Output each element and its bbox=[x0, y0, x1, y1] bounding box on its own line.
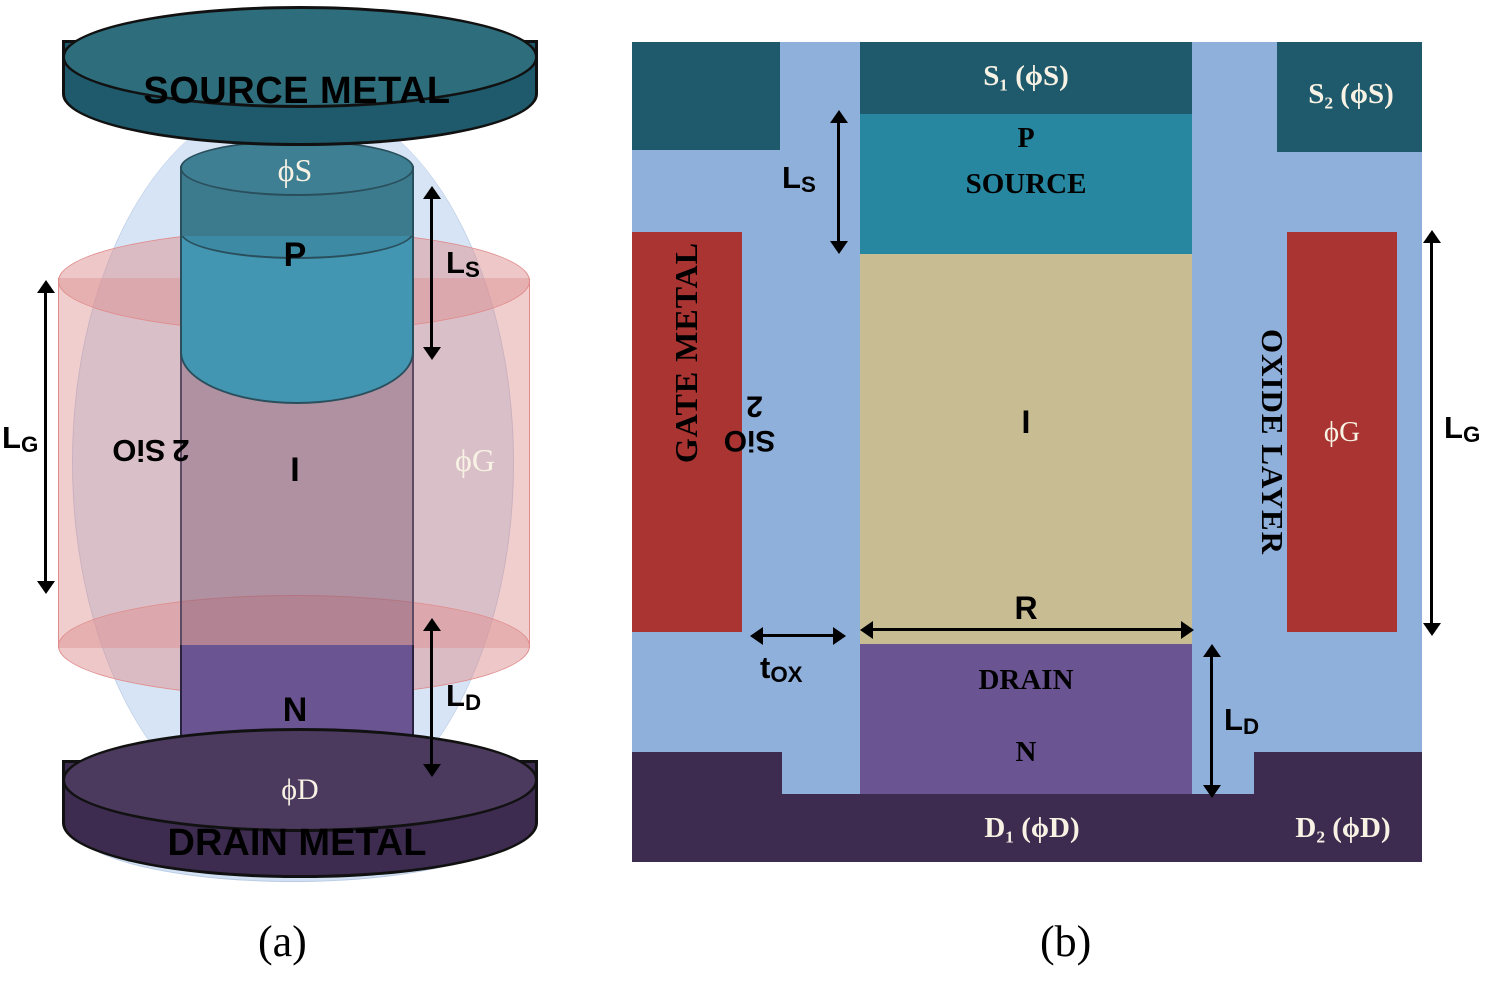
source-metal-top-a bbox=[62, 6, 538, 108]
ls-arrow-a bbox=[430, 198, 433, 348]
lg-arrow-a bbox=[44, 292, 47, 582]
lg-label-a: LG bbox=[2, 420, 39, 458]
intrinsic-label-a: I bbox=[290, 451, 300, 489]
ld-arrow-b bbox=[1210, 656, 1213, 786]
source-contact-s1-b bbox=[860, 42, 1192, 114]
drain-label-b: DRAIN bbox=[978, 663, 1074, 696]
lg-label-b: LG bbox=[1444, 410, 1481, 448]
lg-arrow-b bbox=[1430, 242, 1433, 624]
source-metal-label-a: SOURCE METAL bbox=[143, 70, 451, 112]
ld-label-a: LD bbox=[446, 678, 482, 716]
caption-a: (a) bbox=[258, 917, 307, 966]
phi-d-label-a: ϕD bbox=[281, 773, 319, 806]
drain-metal-label-a: DRAIN METAL bbox=[167, 822, 427, 864]
source-metal-left-b bbox=[632, 42, 780, 150]
s1-label-b: S₁ (ϕS) bbox=[983, 59, 1069, 92]
drain-metal-top-a bbox=[62, 728, 538, 832]
phi-g-label-b: ϕG bbox=[1323, 415, 1361, 448]
drain-contact-d2-b bbox=[1254, 752, 1422, 862]
sio2-label-b: SiO2 bbox=[723, 390, 776, 458]
tox-label-b: tOX bbox=[760, 650, 803, 688]
tox-arrow-b bbox=[762, 634, 834, 637]
phi-s-label-a: ϕS bbox=[277, 151, 313, 188]
gate-metal-label-b: GATE METAL bbox=[668, 241, 705, 463]
panel-b-cross-section: S₁ (ϕS) S₂ (ϕS) P SOURCE I R DRAIN N D₁ … bbox=[632, 42, 1490, 904]
p-source-region-b bbox=[860, 114, 1192, 254]
phi-g-label-a: ϕG bbox=[455, 441, 495, 478]
intrinsic-channel-b bbox=[860, 254, 1192, 644]
r-arrow-b bbox=[872, 628, 1182, 631]
ls-label-a: LS bbox=[446, 245, 480, 283]
r-label-b: R bbox=[1014, 590, 1038, 626]
caption-b: (b) bbox=[1040, 917, 1092, 966]
d1-label-b: D₁ (ϕD) bbox=[984, 811, 1080, 844]
intrinsic-label-b: I bbox=[1021, 404, 1031, 440]
source-contact-s2-b bbox=[1277, 42, 1422, 152]
n-label-b: N bbox=[1015, 735, 1037, 768]
source-label-b: SOURCE bbox=[965, 167, 1087, 200]
ls-label-b: LS bbox=[782, 160, 816, 198]
d2-label-b: D₂ (ϕD) bbox=[1295, 811, 1391, 844]
gate-metal-left-b bbox=[632, 232, 742, 632]
ls-arrow-b bbox=[837, 122, 840, 242]
n-region-label-a: N bbox=[282, 691, 308, 729]
p-region-label-a: P bbox=[283, 236, 307, 274]
ld-label-b: LD bbox=[1224, 702, 1260, 740]
gate-metal-right-b bbox=[1287, 232, 1397, 632]
p-label-b: P bbox=[1017, 123, 1035, 154]
drain-n-region-b bbox=[860, 644, 1192, 794]
oxide-layer-label-b: OXIDE LAYER bbox=[1255, 328, 1290, 556]
s2-label-b: S₂ (ϕS) bbox=[1308, 77, 1394, 110]
ld-arrow-a bbox=[430, 630, 433, 765]
